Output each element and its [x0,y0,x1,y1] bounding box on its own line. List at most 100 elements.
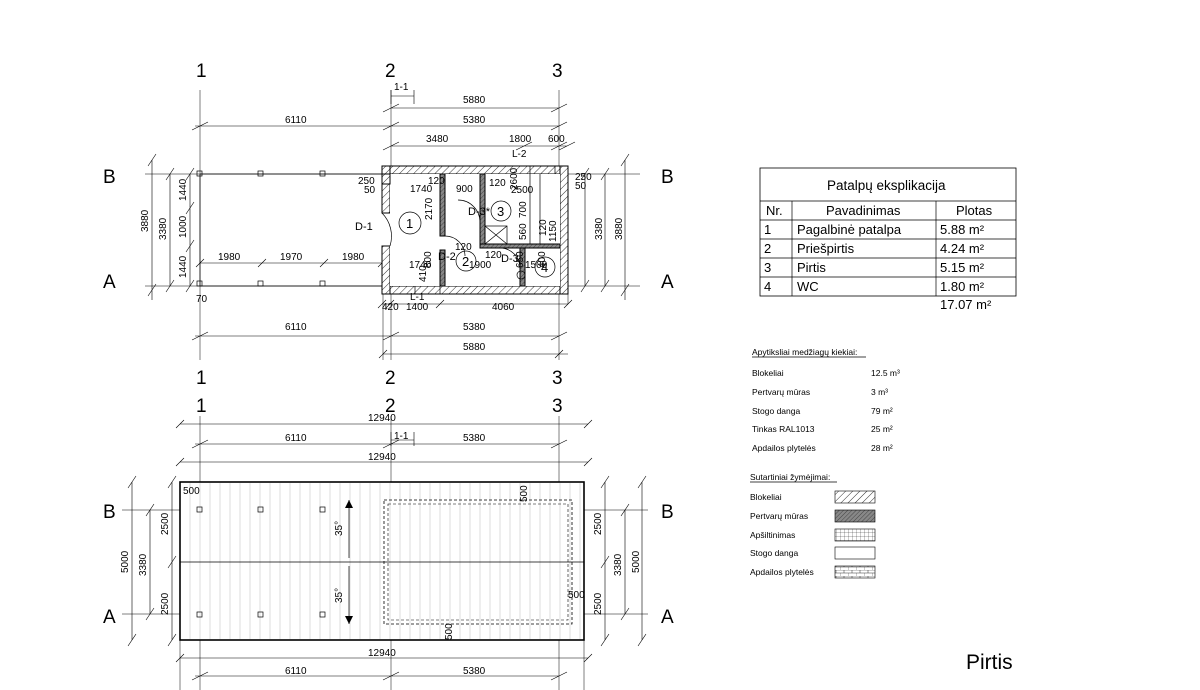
dim-6110-top: 6110 [285,115,307,126]
dim-1-1-top: 1-1 [394,82,409,93]
roof-plan [122,416,648,690]
dim-int-50: 50 [364,185,376,196]
door-d3-star: D-3* [468,206,491,218]
material-5-name: Apdailos plytelės [752,443,816,453]
material-4-name: Tinkas RAL1013 [752,424,815,434]
dim-int-120a: 120 [428,176,445,187]
axis-a-left: A [103,272,116,293]
roof-dim-5000-left: 5000 [120,550,131,573]
dim-int-120b: 120 [489,178,506,189]
dim-4060: 4060 [492,302,515,313]
material-2-qty: 3 m³ [871,387,888,397]
dim-int-650: 650 [515,251,526,268]
material-3-name: Stogo danga [752,406,800,416]
axis-a-right: A [661,272,674,293]
roof-dim-3380-right: 3380 [613,553,624,576]
legend-5-name: Apdailos plytelės [750,567,814,577]
roof-ribs [189,483,581,639]
roof-dim-12940-top2: 12940 [368,452,396,463]
floor-plan [145,90,640,360]
room-table [759,167,1017,297]
axis-1-top: 1 [196,61,207,82]
axis-b-right: B [661,167,674,188]
roof-dim-2500-right-bottom: 2500 [593,592,604,615]
axis-3-mid: 3 [552,368,563,389]
axis-b-roof-left: B [103,502,116,523]
dim-5880-top: 5880 [463,95,486,106]
room-table-heading: Patalpų eksplikacija [827,178,946,193]
door-d2: D-2 [438,251,456,263]
dim-int-1900: 1900 [469,260,492,271]
dim-1800: 1800 [509,134,532,145]
door-d1: D-1 [355,221,373,233]
roof-dim-3380-left: 3380 [138,553,149,576]
roof-dim-1-1: 1-1 [394,431,409,442]
room-table-total: 17.07 m² [940,297,992,312]
door-d3: D-3 [501,253,519,265]
dim-420: 420 [382,302,399,313]
room-row-4-nr: 4 [764,279,771,294]
dim-50-right: 50 [575,181,587,192]
room-1-number: 1 [406,216,413,231]
dim-5380-top: 5380 [463,115,486,126]
sheet-title: Pirtis [966,651,1013,674]
axis-3-roof: 3 [552,396,563,417]
legend-4-swatch [834,546,876,560]
dim-int-120c: 120 [538,219,549,236]
roof-overhang-tr: 500 [519,485,530,502]
legend-heading: Sutartiniai žymėjimai: [750,472,830,482]
legend-2-swatch [834,509,876,523]
dim-5880-bottom: 5880 [463,342,486,353]
room-table-col-nr: Nr. [766,203,783,218]
dim-1000-left: 1000 [178,215,189,238]
room-row-2-nr: 2 [764,241,771,256]
material-1-name: Blokeliai [752,368,784,378]
axis-3-top: 3 [552,61,563,82]
roof-post-marks [196,506,326,618]
axis-2-mid: 2 [385,368,396,389]
legend-1-swatch [834,490,876,504]
legend-3-name: Apšiltinimas [750,530,795,540]
dim-1440-left-top: 1440 [178,178,189,201]
roof-dim-2500-right-top: 2500 [593,512,604,535]
room-table-col-name: Pavadinimas [826,203,901,218]
dim-int-800: 800 [423,251,434,268]
dim-int-700: 700 [518,201,529,218]
dim-terrace-3: 1980 [342,252,365,263]
room-row-2-area: 4.24 m² [940,241,985,256]
axis-a-roof-left: A [103,607,116,628]
terrace-posts [196,170,326,287]
material-5-qty: 28 m² [871,443,893,453]
legend-1-name: Blokeliai [750,492,782,502]
roof-dim-5380: 5380 [463,433,486,444]
roof-dim-2500-left-bottom: 2500 [160,592,171,615]
dim-int-120e: 120 [485,250,502,261]
roof-dim-2500-left-top: 2500 [160,512,171,535]
material-2-name: Pertvarų mūras [752,387,810,397]
dim-250-right: 250 [575,172,592,183]
material-3-qty: 79 m² [871,406,893,416]
dim-3380-left: 3380 [158,217,169,240]
room-row-3-area: 5.15 m² [940,260,985,275]
material-4-qty: 25 m² [871,424,893,434]
roof-overhang-r: 500 [568,590,585,601]
dim-3380-right: 3380 [594,217,605,240]
roof-dim-5000-right: 5000 [631,550,642,573]
dim-5380-bottom: 5380 [463,322,486,333]
room-2-number: 2 [462,254,469,269]
dim-int-560: 560 [518,223,529,240]
room-row-1-nr: 1 [764,222,771,237]
axis-1-roof: 1 [196,396,207,417]
room-row-1-name: Pagalbinė patalpa [797,222,902,237]
dim-int-1740b: 1740 [409,260,432,271]
dim-int-120d: 120 [455,242,472,253]
room-table-col-area: Plotas [956,203,993,218]
room-row-4-name: WC [797,279,819,294]
roof-slope-bottom: 35° [334,588,345,603]
roof-slope-top: 35° [334,521,345,536]
dim-600: 600 [548,134,565,145]
dim-3880-left: 3880 [140,209,151,232]
axis-a-roof-right: A [661,607,674,628]
roof-dim-6110: 6110 [285,433,307,444]
